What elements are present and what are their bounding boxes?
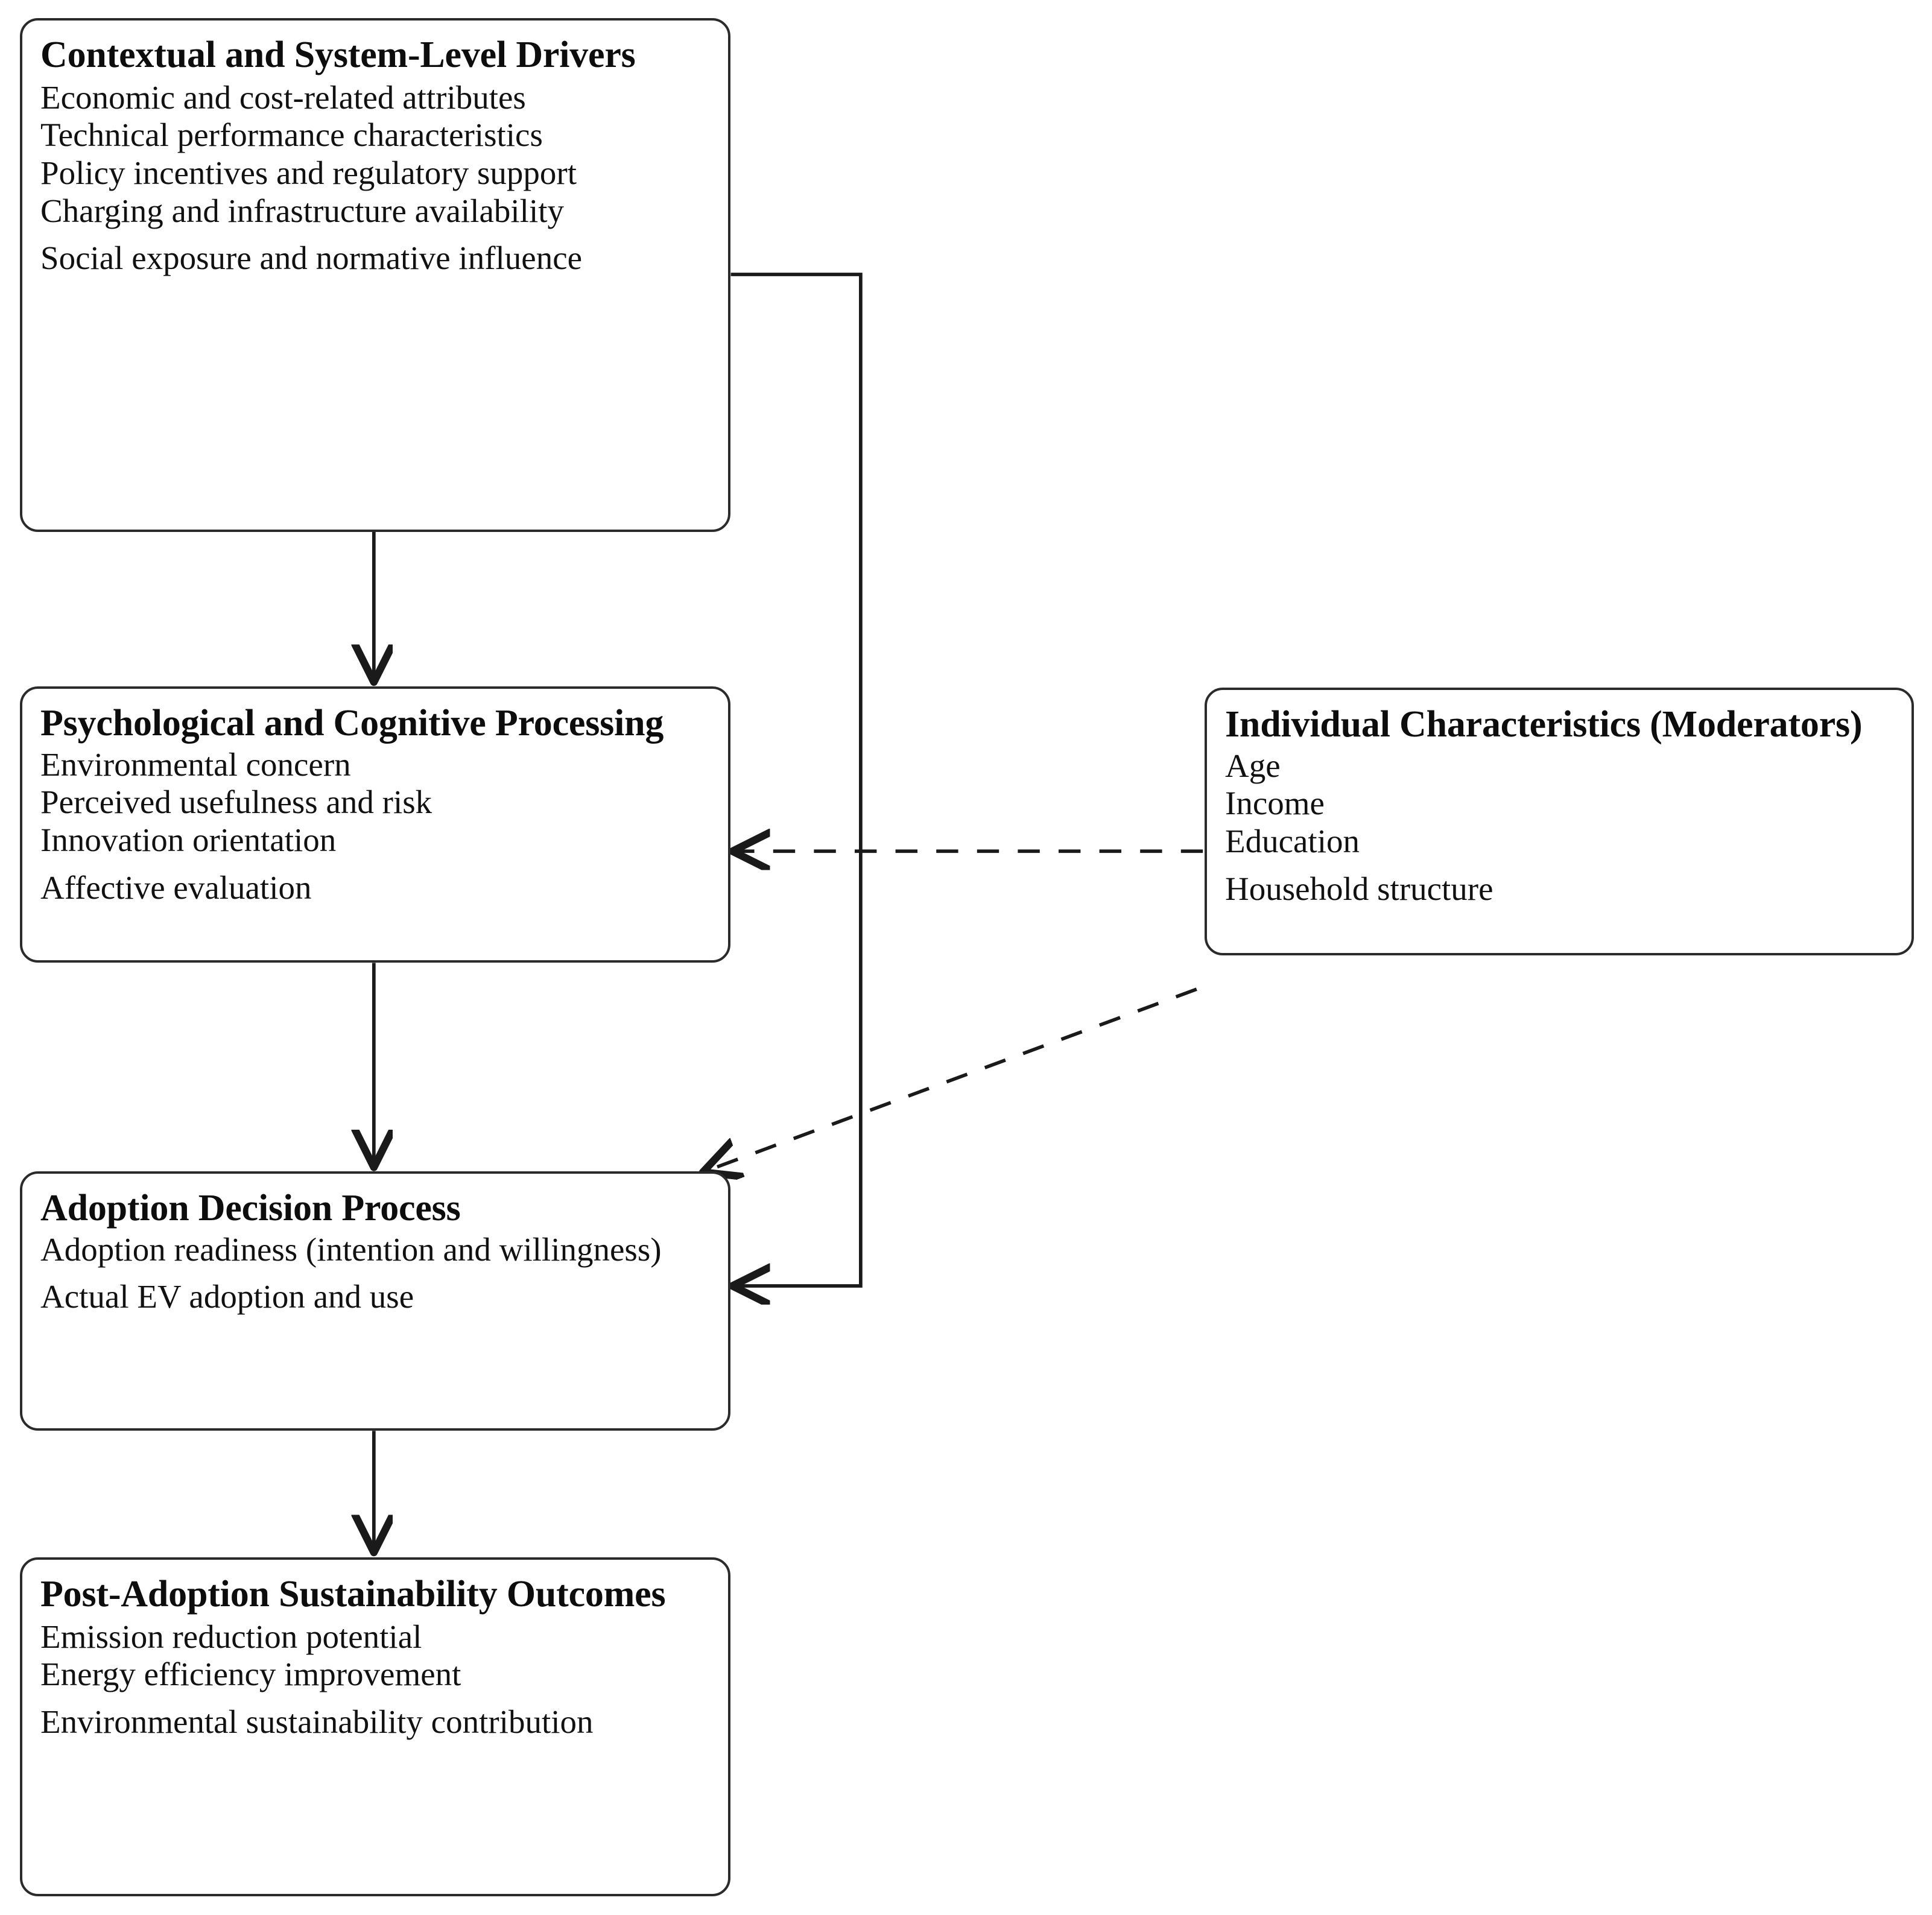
list-item: Environmental sustainability contributio… <box>40 1703 594 1741</box>
edge-contextual-to-adoption-feedback <box>731 273 863 1286</box>
node-title: Individual Characteristics (Moderators) <box>1225 704 1863 745</box>
list-item: Perceived usefulness and risk <box>40 783 432 821</box>
node-contextual-and-system-level-drivers: Contextual and System-Level Drivers Econ… <box>20 18 730 532</box>
list-item: Emission reduction potential <box>40 1618 422 1655</box>
node-psychological-and-cognitive-processing: Psychological and Cognitive Processing E… <box>20 686 730 963</box>
list-item: Energy efficiency improvement <box>40 1656 461 1693</box>
list-item: Economic and cost-related attributes <box>40 78 526 116</box>
node-item-list: Emission reduction potential Energy effi… <box>40 1618 712 1741</box>
list-item: Household structure <box>1225 870 1493 907</box>
node-individual-characteristics-moderators: Individual Characteristics (Moderators) … <box>1205 688 1914 955</box>
node-title: Contextual and System-Level Drivers <box>40 34 636 75</box>
list-item: Education <box>1225 823 1360 860</box>
list-item: Adoption readiness (intention and willin… <box>40 1230 662 1268</box>
node-title: Psychological and Cognitive Processing <box>40 703 664 744</box>
node-item-list: Age Income Education Household structure <box>1225 747 1896 908</box>
node-adoption-decision-process: Adoption Decision Process Adoption readi… <box>20 1171 730 1431</box>
list-item: Policy incentives and regulatory support <box>40 154 577 192</box>
node-post-adoption-sustainability-outcomes: Post-Adoption Sustainability Outcomes Em… <box>20 1557 730 1896</box>
list-item: Affective evaluation <box>40 869 312 906</box>
list-item: Age <box>1225 747 1281 784</box>
edge-individual-moderates-adoption <box>706 987 1197 1171</box>
list-item: Charging and infrastructure availability <box>40 192 565 229</box>
list-item: Innovation orientation <box>40 821 337 859</box>
node-item-list: Adoption readiness (intention and willin… <box>40 1231 712 1316</box>
node-title: Post-Adoption Sustainability Outcomes <box>40 1574 666 1615</box>
node-item-list: Economic and cost-related attributes Tec… <box>40 79 712 277</box>
node-title: Adoption Decision Process <box>40 1188 461 1229</box>
list-item: Actual EV adoption and use <box>40 1278 414 1315</box>
list-item: Income <box>1225 785 1325 822</box>
list-item: Environmental concern <box>40 745 351 783</box>
node-item-list: Environmental concern Perceived usefulne… <box>40 746 712 907</box>
list-item: Technical performance characteristics <box>40 116 543 154</box>
list-item: Social exposure and normative influence <box>40 239 583 277</box>
